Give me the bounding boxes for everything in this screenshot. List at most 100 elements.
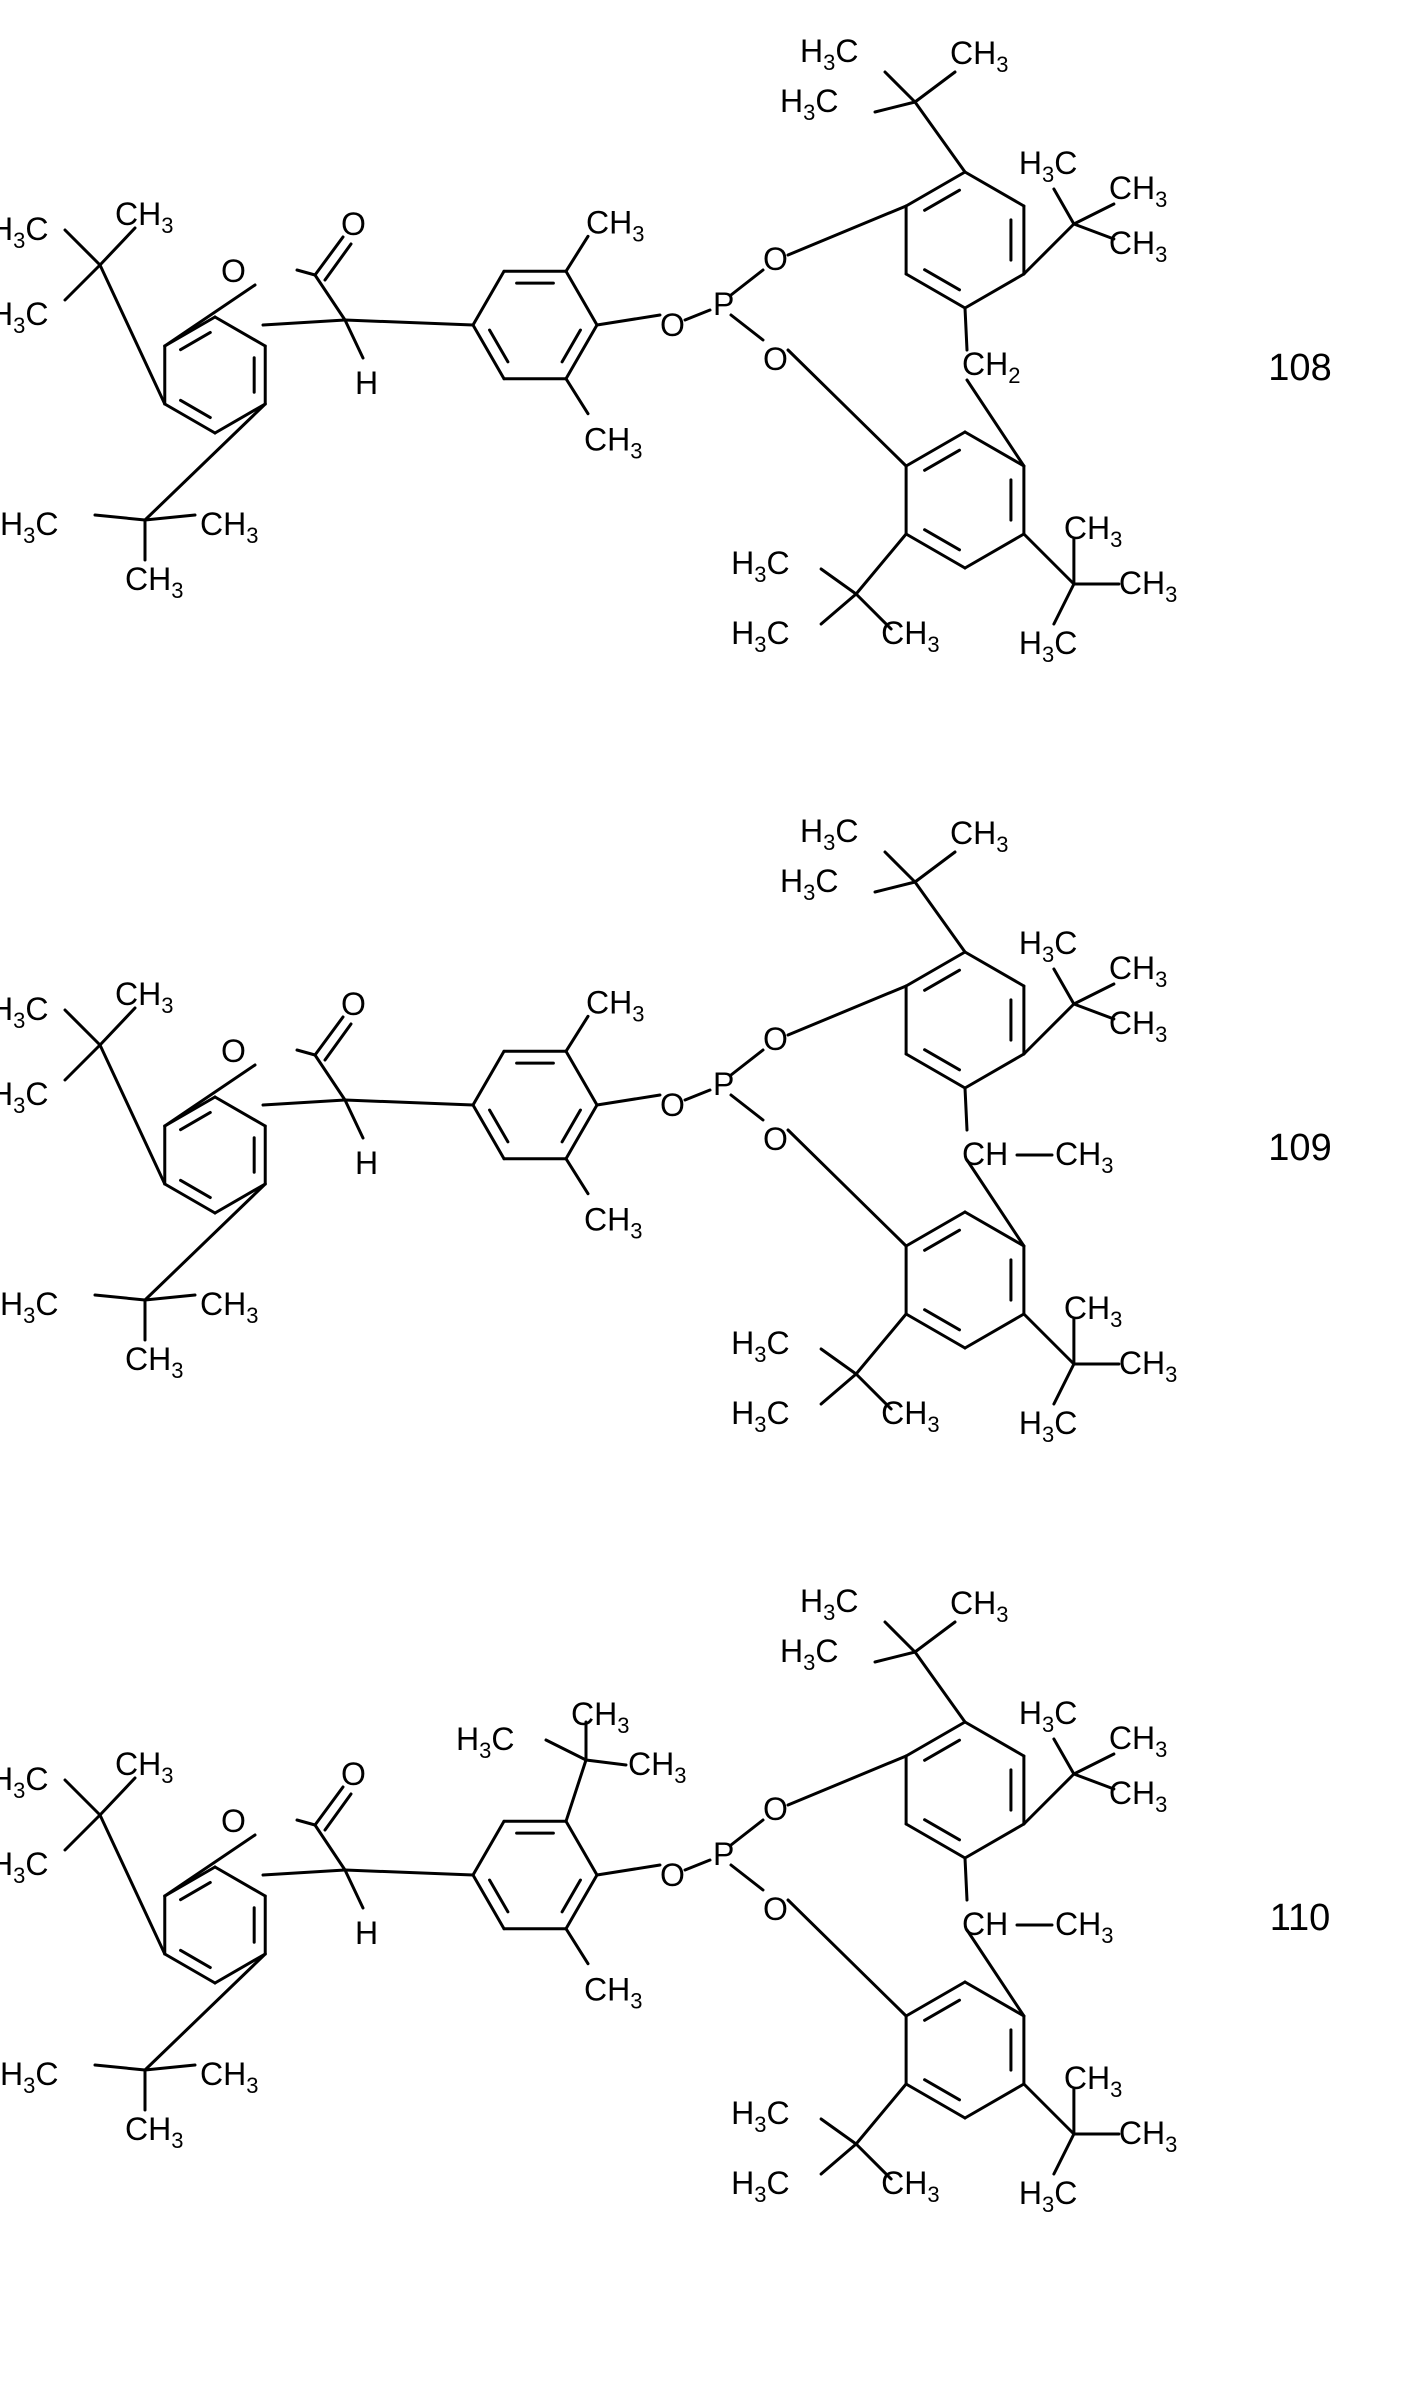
ring-bond — [965, 2084, 1024, 2118]
ring-bond — [965, 172, 1024, 206]
ring-bond — [906, 1982, 965, 2016]
tbutyl-bond — [856, 2084, 906, 2144]
methyl-label: CH3 — [950, 1585, 1008, 1627]
phosphorus-oxygen-bond — [731, 1095, 763, 1120]
methyl-bond — [1074, 1004, 1114, 1019]
methyl-label: H3C — [731, 1395, 789, 1437]
methyl-bond — [586, 1760, 626, 1765]
ring-bond — [906, 172, 965, 206]
ring-bond — [215, 1867, 265, 1896]
ring-bond — [906, 534, 965, 568]
tbutyl-bond — [856, 534, 906, 594]
methyl-bond — [65, 1815, 100, 1850]
methyl-label: CH3 — [1109, 1005, 1167, 1047]
methyl-bond — [65, 1045, 100, 1080]
ring-bond — [965, 1212, 1024, 1246]
bridge-bond — [965, 1088, 967, 1130]
methyl-label: H3C — [0, 1076, 48, 1118]
hydrogen-label: H — [355, 1145, 378, 1181]
ring-bond — [165, 1835, 255, 1896]
methyl-label: CH3 — [1109, 950, 1167, 992]
methyl-label: H3C — [780, 1633, 838, 1675]
carbonyl-bond — [315, 237, 343, 275]
oxygen-atom-label: O — [763, 1121, 788, 1157]
phosphorus-oxygen-bond — [731, 1820, 763, 1845]
tbutyl-bond — [145, 1954, 265, 2070]
methyl-label: CH3 — [125, 1341, 183, 1383]
ring-bond — [165, 1065, 255, 1126]
methyl-label: H3C — [0, 2056, 58, 2098]
ring-bond — [473, 1821, 504, 1875]
methyl-label: CH3 — [1064, 1290, 1122, 1332]
methyl-label: CH3 — [1064, 2060, 1122, 2102]
compound-109: OOHH3CH3CCH3H3CCH3CH3CH3CH3OPOOCHCH3H3CH… — [0, 813, 1332, 1447]
methyl-bond — [1054, 1364, 1074, 1404]
methyl-label: CH3 — [1119, 1345, 1177, 1387]
methyl-label: CH3 — [115, 976, 173, 1018]
methyl-label: H3C — [1019, 1405, 1077, 1447]
ring-bond — [965, 1824, 1024, 1858]
methyl-bond — [821, 2144, 856, 2174]
oxygen-phosphorus-bond — [685, 1090, 710, 1100]
phosphorus-oxygen-bond — [731, 270, 763, 295]
methyl-bond — [875, 882, 915, 892]
ring-bond — [473, 1875, 504, 1929]
methyl-label: H3C — [0, 211, 48, 253]
methyl-label: H3C — [0, 1286, 58, 1328]
aryl-oxygen-bond — [597, 1095, 660, 1105]
methyl-bond — [65, 230, 100, 265]
ring-bond — [965, 274, 1024, 308]
hydrogen-bond — [345, 1870, 363, 1908]
ring-bond — [165, 1954, 215, 1983]
methyl-bond — [1074, 224, 1114, 239]
oxygen-atom-label: O — [763, 1021, 788, 1057]
methyl-label: CH3 — [586, 984, 644, 1026]
aryl-oxygen-bond — [788, 350, 906, 466]
methyl-label: H3C — [0, 296, 48, 338]
methyl-label: CH3 — [200, 506, 258, 548]
oxygen-atom-label: O — [660, 1087, 685, 1123]
methyl-label: CH3 — [1119, 565, 1177, 607]
carbonyl-oxygen-label: O — [341, 986, 366, 1022]
aryl-oxygen-bond — [788, 1900, 906, 2016]
methyl-label: H3C — [731, 615, 789, 657]
tbutyl-bond — [856, 1314, 906, 1374]
methyl-label: H3C — [456, 1721, 514, 1763]
methyl-label: CH3 — [200, 1286, 258, 1328]
methyl-bond — [145, 2065, 195, 2070]
ring-bond — [906, 1824, 965, 1858]
aryl-oxygen-bond — [788, 206, 906, 255]
ring-bond — [566, 325, 597, 379]
ring-bond — [965, 432, 1024, 466]
aryl-bond — [345, 1870, 473, 1875]
methyl-bond — [546, 1740, 586, 1760]
aryl-oxygen-bond — [597, 315, 660, 325]
methyl-bond — [65, 1010, 100, 1045]
carbonyl-double-bond — [325, 1794, 351, 1830]
aryl-oxygen-bond — [788, 986, 906, 1035]
ring-bond — [566, 1105, 597, 1159]
methyl-label: H3C — [0, 1761, 48, 1803]
oxygen-atom-label: O — [763, 341, 788, 377]
methyl-bond — [566, 1159, 588, 1194]
methyl-bond — [145, 515, 195, 520]
carbonyl-bond — [315, 1787, 343, 1825]
carbonyl-oxygen-label: O — [341, 1756, 366, 1792]
tbutyl-bond — [100, 1815, 165, 1954]
tbutyl-bond — [566, 1760, 586, 1821]
methyl-label: CH3 — [1055, 1136, 1113, 1178]
aryl-bond — [345, 1100, 473, 1105]
compound-110: OOHH3CH3CCH3H3CCH3CH3H3CCH3CH3CH3OPOOCHC… — [0, 1583, 1330, 2217]
methyl-label: H3C — [1019, 625, 1077, 667]
hydrogen-bond — [345, 1100, 363, 1138]
compound-number: 108 — [1268, 347, 1331, 389]
bridge-label: CH2 — [962, 346, 1020, 388]
ring-bond — [906, 274, 965, 308]
methyl-bond — [885, 852, 915, 882]
methyl-bond — [95, 1295, 145, 1300]
tbutyl-bond — [100, 1045, 165, 1184]
oxygen-phosphorus-bond — [685, 1860, 710, 1870]
aryl-oxygen-bond — [788, 1756, 906, 1805]
methyl-label: CH3 — [881, 2165, 939, 2207]
